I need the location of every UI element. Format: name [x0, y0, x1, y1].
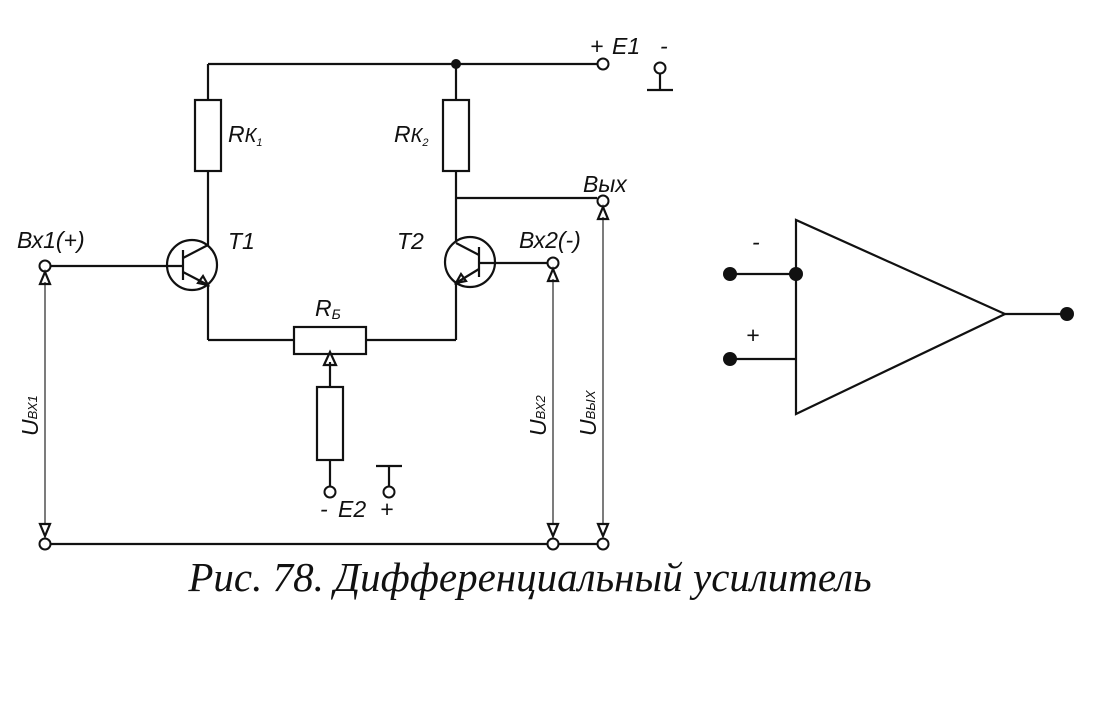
label-t1: T1 — [228, 228, 255, 254]
label-e1-minus: - — [660, 33, 668, 59]
opamp-symbol — [723, 218, 1074, 416]
label-u-in1: UВХ1 — [17, 395, 43, 436]
common-rail — [38, 537, 610, 551]
e1-plus-terminal — [596, 57, 610, 71]
output-wire — [456, 194, 610, 208]
voltage-arrow-u-out — [596, 204, 610, 539]
opamp-output — [1060, 307, 1074, 321]
label-e2-plus: + — [380, 496, 393, 522]
label-rb: RБ — [315, 295, 341, 322]
label-rk1: RК1 — [228, 121, 263, 149]
label-e2-minus: - — [320, 496, 328, 522]
voltage-arrow-u-in1 — [38, 269, 52, 539]
label-opamp-plus: + — [746, 322, 759, 348]
label-e1: E1 — [612, 33, 640, 59]
voltage-arrow-u-in2 — [546, 266, 560, 539]
label-u-out: UВЫХ — [575, 389, 601, 436]
opamp-inverting-input — [723, 267, 737, 281]
label-vykh: Вых — [583, 171, 628, 197]
transistor-t2 — [443, 235, 497, 289]
e2-minus-terminal — [323, 485, 337, 499]
label-input1: Вх1(+) — [17, 227, 85, 253]
label-opamp-minus: - — [752, 229, 760, 255]
transistor-t1 — [165, 238, 219, 292]
resistor-rk2 — [441, 64, 471, 245]
opamp-noninverting-input — [723, 352, 737, 366]
opamp-inverting-node — [789, 267, 803, 281]
label-input2: Вх2(-) — [519, 227, 581, 253]
label-e1-plus: + — [590, 33, 603, 59]
label-t2: T2 — [397, 228, 424, 254]
label-rk2: RК2 — [394, 121, 429, 149]
label-e2: E2 — [338, 496, 366, 522]
e2-plus-terminal — [382, 485, 396, 499]
potentiometer-rb — [208, 325, 456, 387]
supply-rail — [208, 57, 673, 92]
resistor-emitter — [315, 385, 402, 499]
figure-caption: Рис. 78. Дифференциальный усилитель — [188, 554, 872, 600]
e1-minus-terminal — [653, 61, 667, 75]
resistor-rk1 — [193, 64, 223, 248]
label-u-in2: UВХ2 — [525, 394, 551, 436]
